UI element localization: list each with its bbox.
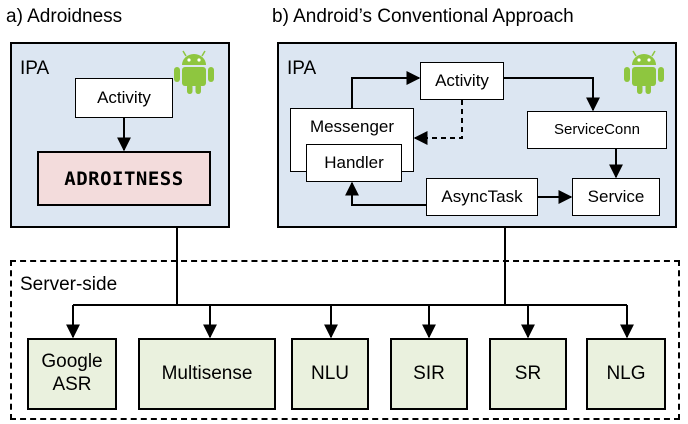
title-adroidness: a) Adroidness xyxy=(6,6,123,27)
arrow-activity-to-serviceconn xyxy=(504,77,600,112)
left-activity-box: Activity xyxy=(75,78,173,118)
adroitness-box: ADROITNESS xyxy=(37,151,211,206)
handler-box: Handler xyxy=(306,144,402,182)
service-sr: SR xyxy=(489,338,567,410)
right-ipa-label: IPA xyxy=(287,58,317,79)
service-nlg: NLG xyxy=(586,338,666,410)
server-side-label: Server-side xyxy=(20,274,118,295)
service-nlu: NLU xyxy=(291,338,369,410)
right-activity-box: Activity xyxy=(420,62,504,100)
left-android-robot-icon xyxy=(174,50,214,94)
service-multisense: Multisense xyxy=(138,338,276,410)
serviceconn-box: ServiceConn xyxy=(527,111,667,149)
messenger-label: Messenger xyxy=(309,117,395,136)
arrow-activity-to-messenger-dashed xyxy=(413,100,463,145)
service-sir: SIR xyxy=(390,338,468,410)
arrow-asynctask-to-handler xyxy=(345,181,426,206)
left-ipa-label: IPA xyxy=(20,58,50,79)
service-box: Service xyxy=(572,178,660,216)
arrow-messenger-to-activity xyxy=(351,71,421,108)
title-conventional-approach: b) Android’s Conventional Approach xyxy=(272,6,574,27)
asynctask-box: AsyncTask xyxy=(426,178,538,216)
server-side-box xyxy=(10,260,680,420)
right-android-robot-icon xyxy=(624,50,664,94)
